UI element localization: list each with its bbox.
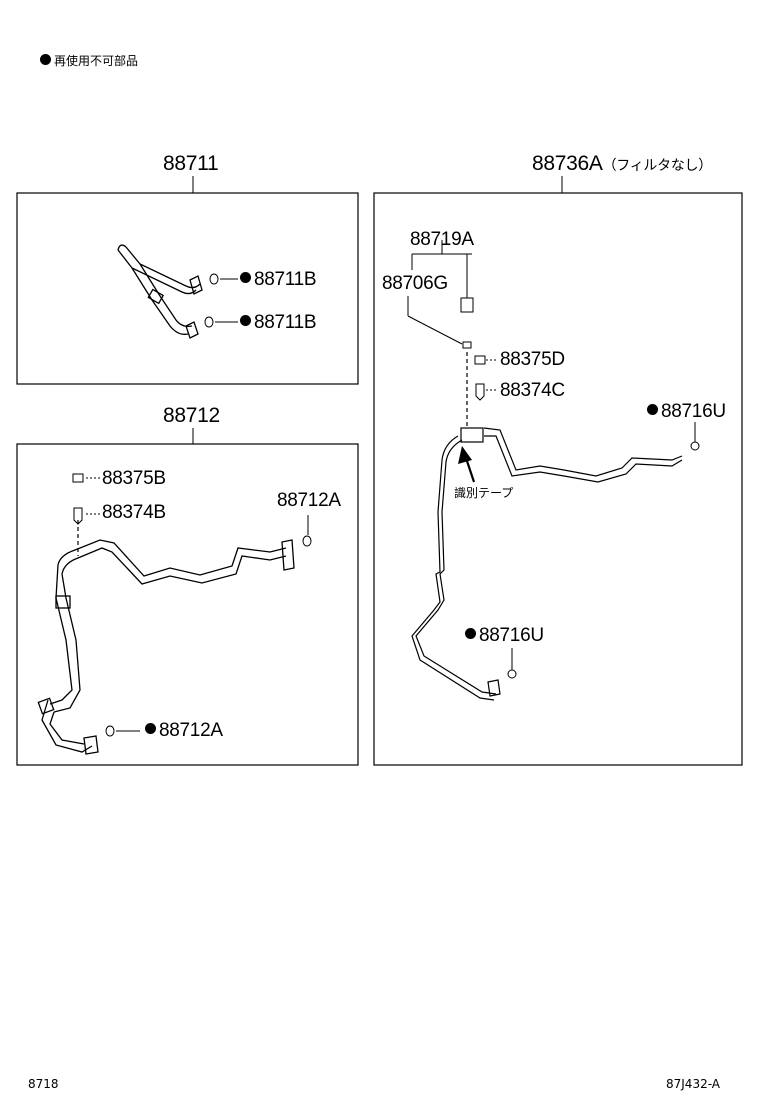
frame-88711	[16, 192, 359, 385]
part-label: 88716U	[661, 401, 726, 422]
non-reusable-icon	[465, 628, 476, 640]
callout-88712a-bottom: 88712A	[145, 721, 223, 740]
callout-88711b-2: 88711B	[240, 312, 317, 333]
title-88711: 88711	[163, 152, 219, 175]
callout-88711b-1: 88711B	[240, 269, 317, 290]
callout-88374b: 88374B	[102, 502, 166, 523]
part-label: 88716U	[479, 625, 544, 646]
pipe-88712	[37, 539, 295, 755]
callout-88716u-top: 88716U	[647, 402, 726, 421]
legend: 再使用不可部品	[40, 54, 139, 68]
part-label: 88712A	[159, 720, 223, 741]
title-88736a-number: 88736A	[532, 152, 603, 175]
callout-88719a: 88719A	[410, 229, 474, 250]
legend-text: 再使用不可部品	[54, 54, 139, 68]
title-88736a: 88736A（フィルタなし）	[532, 153, 712, 174]
callout-88706g: 88706G	[382, 273, 448, 294]
callout-88716u-bottom: 88716U	[465, 626, 544, 645]
part-label: 88711B	[254, 312, 317, 333]
frame-88736a	[373, 192, 743, 766]
bullet-icon	[40, 54, 51, 65]
non-reusable-icon	[145, 723, 156, 735]
callout-88712a-top: 88712A	[277, 490, 341, 511]
callout-88375d: 88375D	[500, 349, 565, 370]
callout-88375b: 88375B	[102, 468, 166, 489]
frame-88712	[16, 443, 359, 766]
footer-left: 8718	[28, 1077, 59, 1091]
tape-label: 識別テープ	[454, 486, 514, 500]
non-reusable-icon	[240, 315, 251, 327]
part-label: 88711B	[254, 269, 317, 290]
non-reusable-icon	[647, 404, 658, 416]
tape-arrow	[458, 446, 476, 483]
fasteners-88712	[72, 473, 312, 737]
pipe-88711	[117, 244, 203, 339]
footer-right: 87J432-A	[666, 1077, 720, 1091]
title-88712: 88712	[163, 404, 220, 427]
callout-88374c: 88374C	[500, 380, 565, 401]
pipe-88736a	[411, 427, 683, 701]
fasteners-88736a	[407, 240, 700, 679]
non-reusable-icon	[240, 272, 251, 284]
oring-88711	[204, 273, 238, 328]
title-88736a-suffix: （フィルタなし）	[602, 158, 713, 174]
